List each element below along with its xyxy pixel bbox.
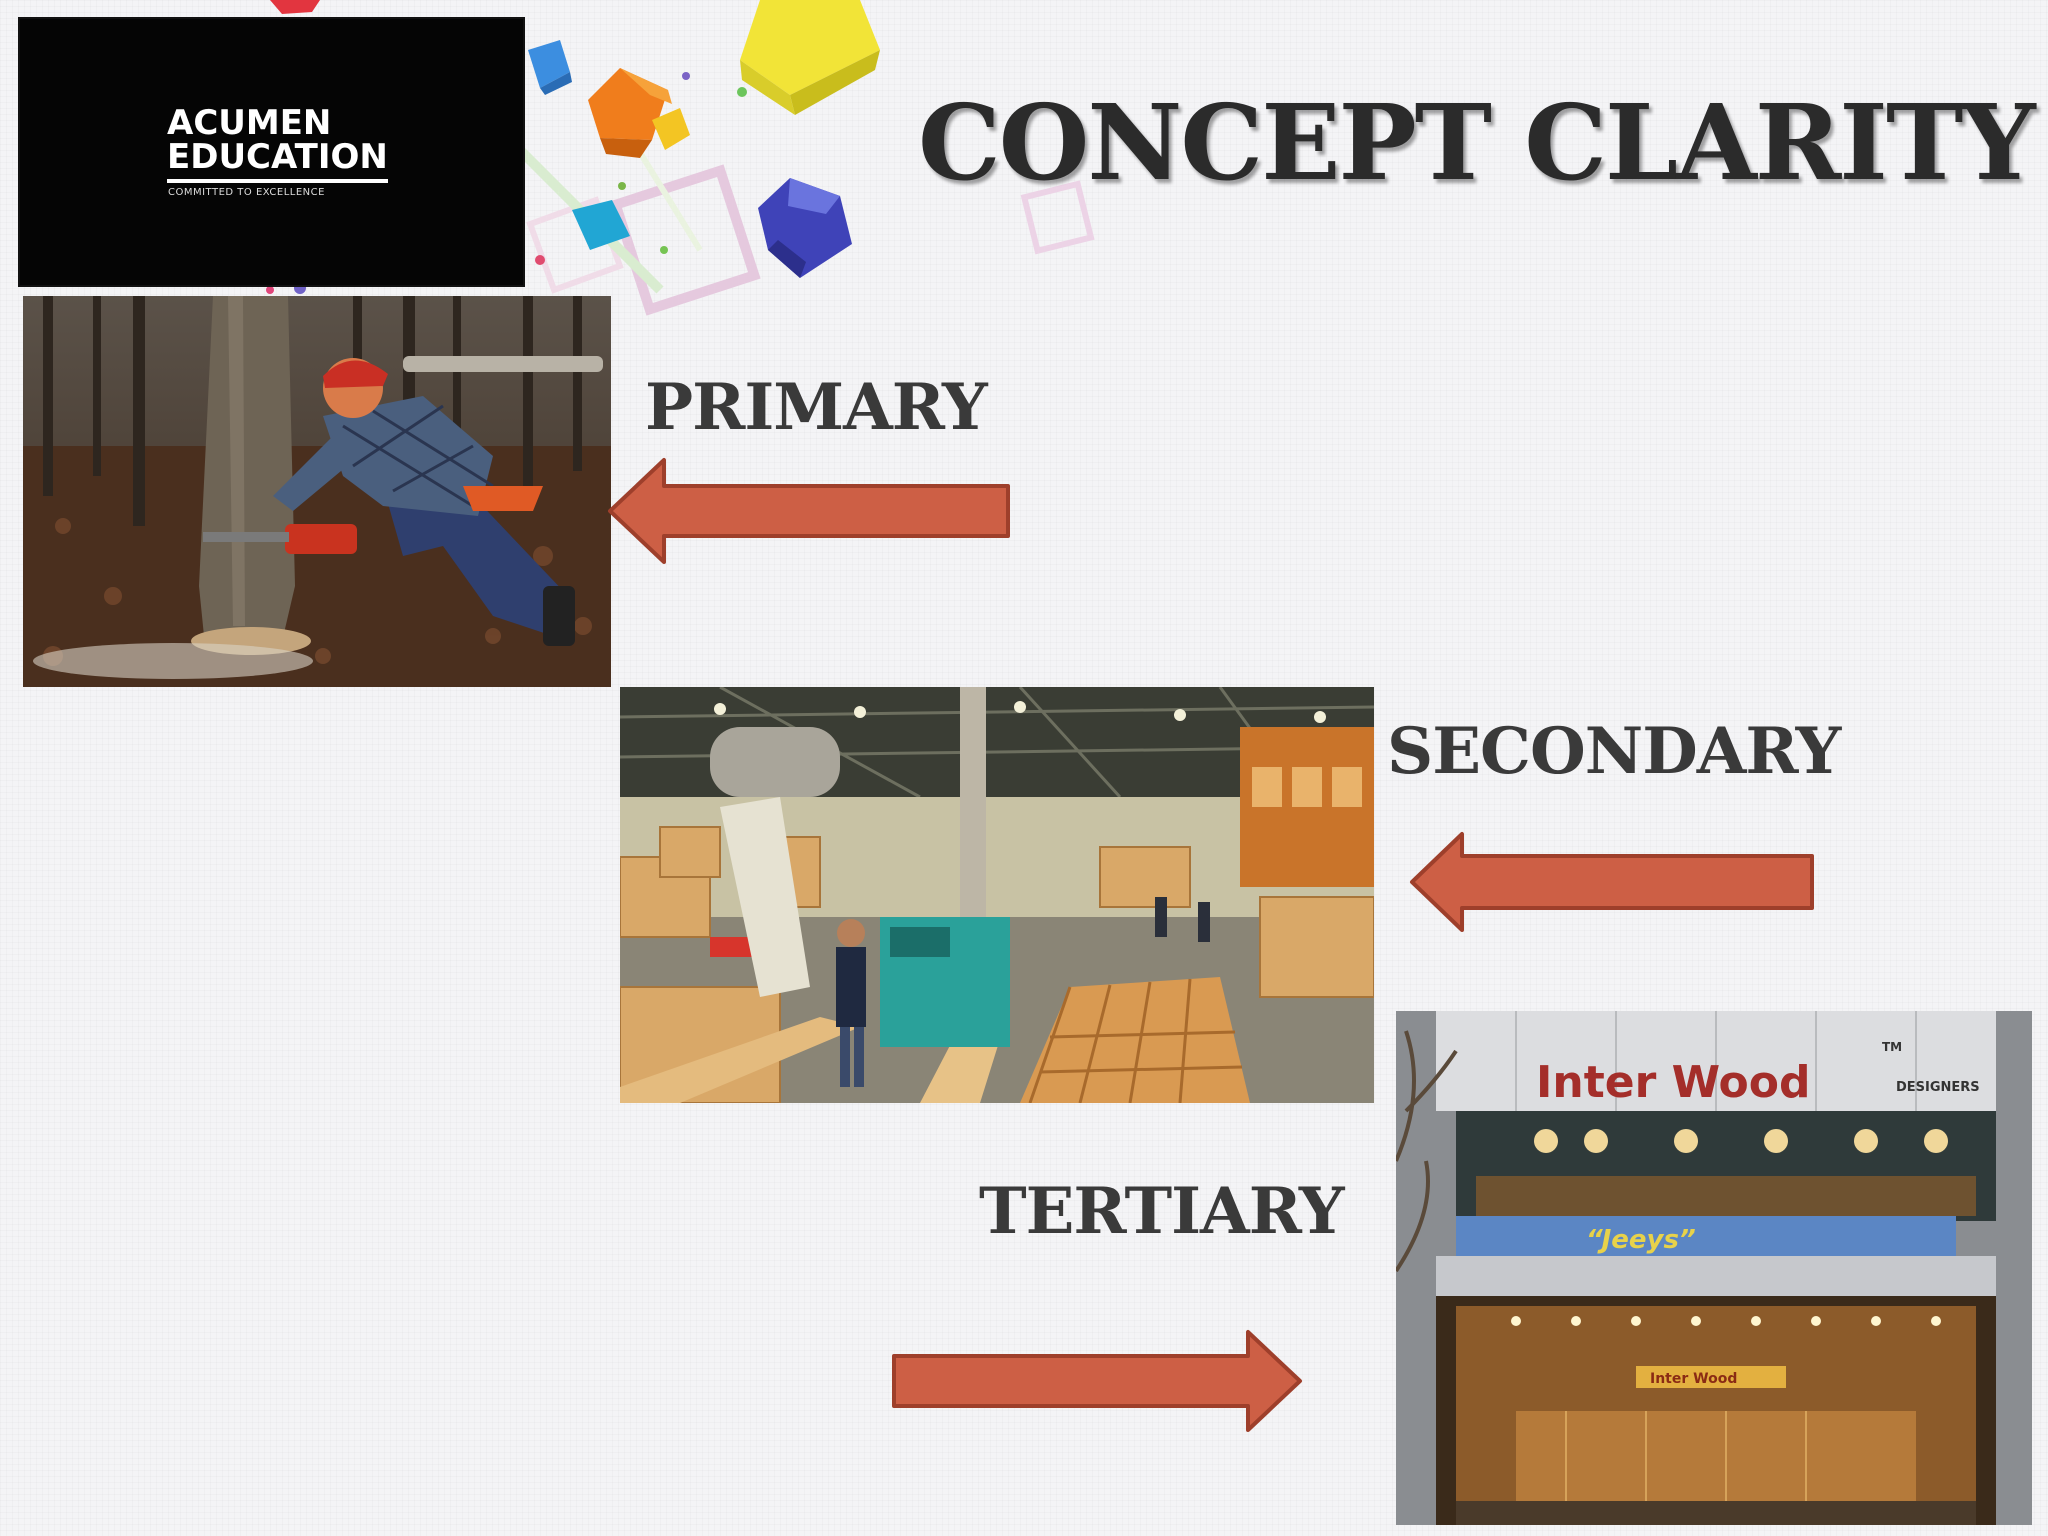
store-sign-tm: TM <box>1882 1040 1902 1054</box>
decorative-cubes <box>266 0 1095 316</box>
label-secondary: SECONDARY <box>1387 714 1841 789</box>
store-sign-name: Inter Wood <box>1536 1057 1811 1108</box>
arrow-left-icon <box>1410 832 1814 932</box>
acumen-education-logo: ACUMEN EDUCATION COMMITTED TO EXCELLENCE <box>18 17 525 287</box>
store-inner-sign: Inter Wood <box>1650 1371 1737 1387</box>
label-tertiary: TERTIARY <box>979 1174 1345 1249</box>
label-primary: PRIMARY <box>645 370 988 445</box>
secondary-sector-photo <box>620 687 1374 1103</box>
arrow-left-icon <box>608 458 1010 564</box>
logo-text-line2: EDUCATION <box>167 137 388 183</box>
tertiary-sector-photo: “Jeeys” Inter Wood Inter Wood TM DESIGNE… <box>1396 1011 2032 1525</box>
logo-tagline: COMMITTED TO EXCELLENCE <box>168 187 325 198</box>
logo-text-line1: ACUMEN <box>167 103 332 143</box>
primary-sector-photo <box>23 296 611 687</box>
store-sign-sub: DESIGNERS <box>1896 1080 1980 1095</box>
svg-text:“Jeeys”: “Jeeys” <box>1586 1225 1696 1255</box>
slide-title: CONCEPT CLARITY <box>918 81 2036 204</box>
arrow-right-icon <box>892 1330 1302 1432</box>
